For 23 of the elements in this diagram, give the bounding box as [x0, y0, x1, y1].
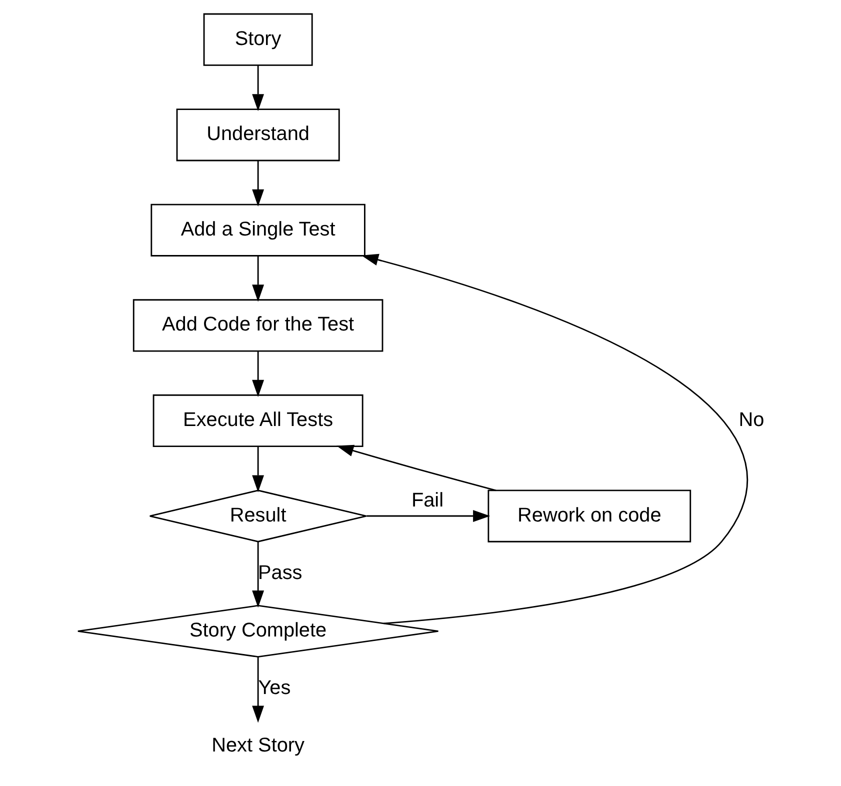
arrow	[252, 657, 264, 723]
node-box: Rework on code	[487, 490, 691, 542]
edge-label: No	[738, 408, 764, 431]
edge-label: Pass	[257, 562, 302, 584]
arrow	[360, 254, 748, 624]
node-diamond: Result	[148, 490, 366, 542]
arrow	[366, 510, 490, 522]
edge-label: Yes	[258, 677, 290, 700]
arrow	[252, 160, 264, 206]
node-box: Add Code for the Test	[132, 299, 383, 352]
arrow	[336, 444, 496, 492]
node-text: Next Story	[211, 734, 304, 757]
node-box: Understand	[176, 108, 340, 162]
node-box: Add a Single Test	[150, 204, 365, 256]
arrow	[252, 256, 264, 302]
arrow	[252, 351, 264, 398]
node-diamond: Story Complete	[76, 604, 438, 658]
edge-label: Fail	[410, 489, 444, 512]
arrow	[252, 65, 264, 112]
node-box: Execute All Tests	[152, 394, 363, 448]
arrow	[252, 542, 264, 608]
node-box: Story	[202, 13, 312, 66]
arrow	[252, 446, 264, 492]
